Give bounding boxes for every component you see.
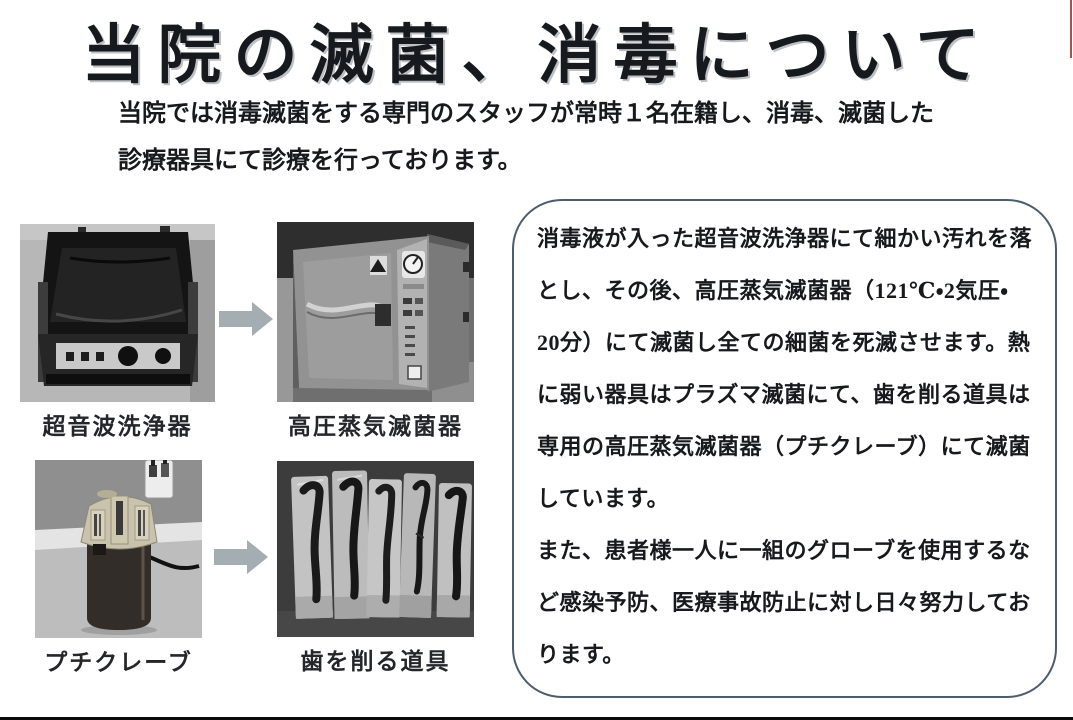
info-box-line: また、患者様一人に一組のグローブを使用するな <box>537 538 1031 563</box>
page-title: 当院の滅菌、消毒について <box>81 20 992 91</box>
figure-autoclave: 高圧蒸気滅菌器 <box>277 222 474 441</box>
caption-dental-handpieces: 歯を削る道具 <box>300 649 451 674</box>
info-box-line: ります。 <box>537 642 625 667</box>
caption-ultrasonic-cleaner: 超音波洗浄器 <box>42 414 193 439</box>
ultrasonic-cleaner-photo <box>20 224 215 402</box>
scan-edge-bottom <box>0 717 1073 720</box>
intro-line-1: 当院では消毒滅菌をする専門のスタッフが常時１名在籍し、消毒、滅菌した <box>118 101 934 127</box>
arrow-right-icon <box>214 539 268 580</box>
intro-paragraph: 当院では消毒滅菌をする専門のスタッフが常時１名在籍し、消毒、滅菌した 診療器具に… <box>118 94 978 188</box>
info-box-line: しています。 <box>537 486 670 511</box>
figure-petit-clave: プチクレーブ <box>35 460 202 677</box>
info-box-line: に弱い器具はプラズマ滅菌にて、歯を削る道具は <box>537 382 1031 407</box>
info-box-line: 専用の高圧蒸気滅菌器（プチクレーブ）にて滅菌 <box>537 434 1031 459</box>
figure-dental-handpieces: 歯を削る道具 <box>277 461 474 676</box>
scan-edge-right <box>1070 0 1072 58</box>
caption-autoclave: 高圧蒸気滅菌器 <box>288 414 463 439</box>
dental-handpieces-photo <box>277 461 474 637</box>
info-box-line: 消毒液が入った超音波洗浄器にて細かい汚れを落 <box>537 226 1033 251</box>
figure-ultrasonic-cleaner: 超音波洗浄器 <box>20 224 215 441</box>
autoclave-photo <box>277 222 474 402</box>
info-box-line: 20分）にて滅菌し全ての細菌を死滅させます。熱 <box>537 330 1031 355</box>
info-box-line: ど感染予防、医療事故防止に対し日々努力してお <box>537 590 1031 615</box>
intro-line-2: 診療器具にて診療を行っております。 <box>118 148 522 174</box>
caption-petit-clave: プチクレーブ <box>44 650 193 675</box>
info-box-line: とし、その後、高圧蒸気滅菌器（121℃・2気圧・ <box>537 278 1009 303</box>
petit-clave-photo <box>35 460 202 638</box>
info-box: 消毒液が入った超音波洗浄器にて細かい汚れを落 とし、その後、高圧蒸気滅菌器（12… <box>512 199 1057 698</box>
arrow-right-icon <box>219 301 273 342</box>
